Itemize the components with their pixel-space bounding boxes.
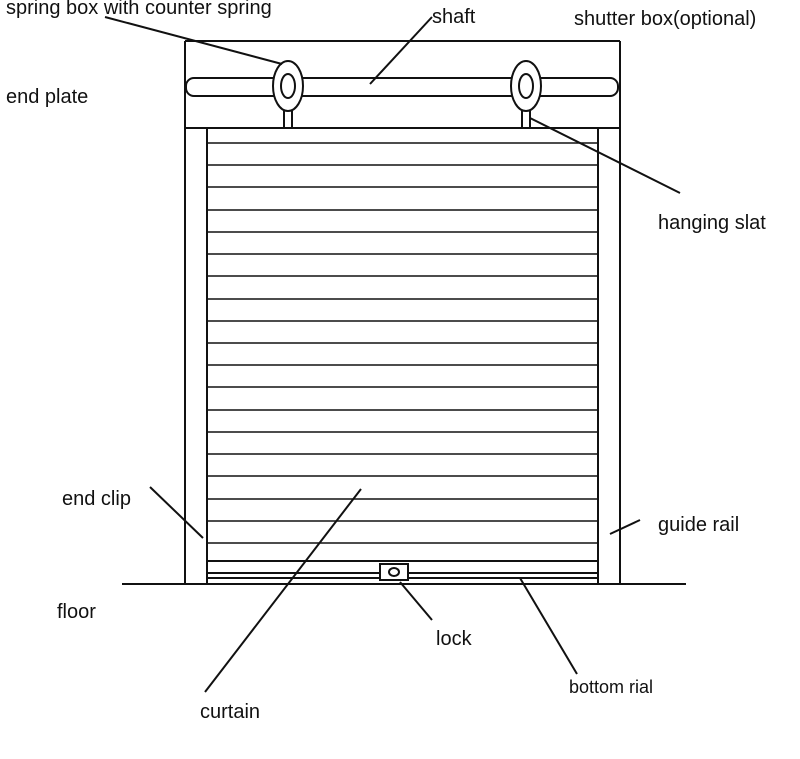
label-end-clip: end clip bbox=[62, 488, 131, 510]
label-floor: floor bbox=[57, 601, 96, 623]
label-curtain: curtain bbox=[200, 701, 261, 723]
lock-keyhole bbox=[388, 567, 400, 577]
spring-box-left-inner bbox=[280, 73, 296, 99]
label-shutter-box: shutter box(optional) bbox=[574, 8, 757, 30]
label-spring-box: spring box with counter spring bbox=[6, 0, 272, 19]
label-lock: lock bbox=[436, 628, 472, 650]
spring-box-right-inner bbox=[518, 73, 534, 99]
leader-end-clip bbox=[149, 486, 204, 539]
leader-guide-rail bbox=[609, 519, 641, 535]
curtain bbox=[208, 142, 597, 544]
shaft bbox=[185, 77, 619, 97]
label-bottom-rail: bottom rial bbox=[569, 677, 654, 697]
leader-shaft bbox=[369, 16, 433, 85]
spring-box-right bbox=[510, 60, 542, 112]
label-guide-rail: guide rail bbox=[658, 514, 740, 536]
leader-lock bbox=[399, 581, 433, 621]
spring-box-left bbox=[272, 60, 304, 112]
label-end-plate: end plate bbox=[6, 86, 89, 108]
leader-curtain bbox=[204, 488, 362, 693]
leader-hanging-slat bbox=[529, 117, 681, 194]
leader-spring-box bbox=[104, 16, 283, 65]
label-shaft: shaft bbox=[432, 6, 476, 28]
label-hanging-slat: hanging slat bbox=[658, 212, 766, 234]
lock bbox=[379, 563, 409, 581]
leader-bottom-rail bbox=[519, 577, 578, 675]
